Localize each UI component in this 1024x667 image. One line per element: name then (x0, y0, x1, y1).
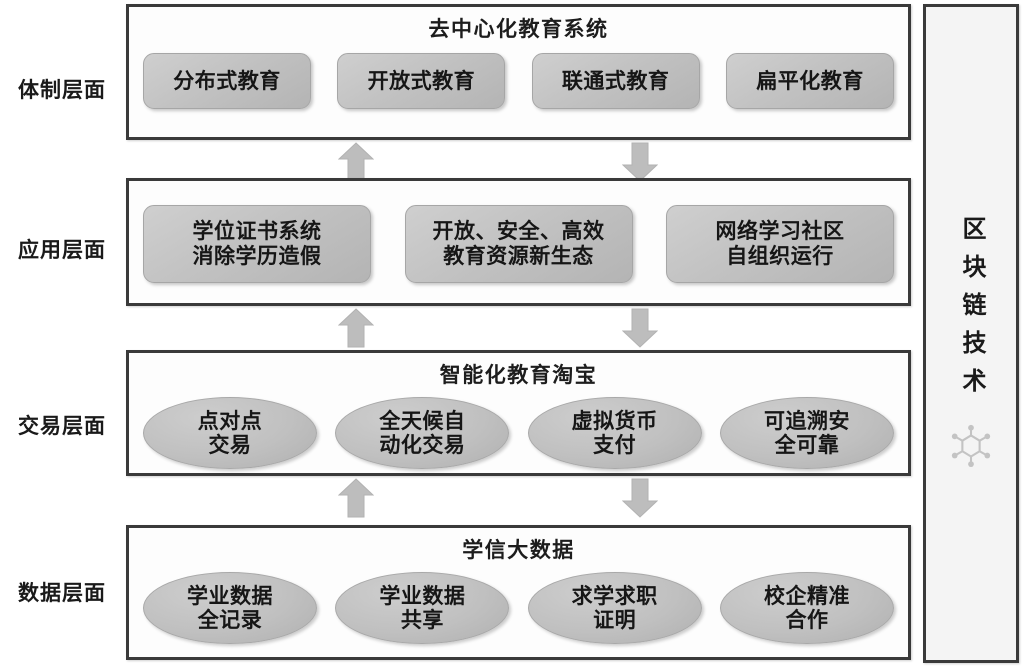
layer-label-application: 应用层面 (18, 238, 106, 262)
arrow-down-transaction-data (622, 478, 658, 518)
layer-title-data: 学信大数据 (462, 538, 575, 562)
node-peer-to-peer-transaction[interactable]: 点对点交易 (143, 397, 317, 469)
layer-box-transaction: 智能化教育淘宝 点对点交易 全天候自动化交易 虚拟货币支付 可追溯安全可靠 (126, 350, 911, 476)
node-distributed-education[interactable]: 分布式教育 (143, 53, 311, 109)
layer-box-data: 学信大数据 学业数据全记录 学业数据共享 求学求职证明 校企精准合作 (126, 525, 911, 660)
layer-label-institutional: 体制层面 (18, 78, 106, 102)
node-online-learning-community[interactable]: 网络学习社区自组织运行 (666, 205, 894, 283)
node-full-academic-record[interactable]: 学业数据全记录 (143, 572, 317, 644)
blockchain-technology-panel: 区块链技术 (923, 4, 1019, 663)
node-open-education[interactable]: 开放式教育 (337, 53, 506, 109)
blockchain-technology-label: 区块链技术 (958, 215, 984, 406)
layer-title-institutional: 去中心化教育系统 (428, 17, 609, 41)
arrow-down-institutional-application (622, 142, 658, 182)
node-virtual-currency-payment[interactable]: 虚拟货币支付 (527, 397, 702, 469)
node-traceable-secure-reliable[interactable]: 可追溯安全可靠 (719, 397, 894, 469)
layer-box-application: 学位证书系统消除学历造假 开放、安全、高效教育资源新生态 网络学习社区自组织运行 (126, 178, 911, 306)
node-connected-education[interactable]: 联通式教育 (531, 53, 700, 109)
node-study-job-certification[interactable]: 求学求职证明 (527, 572, 702, 644)
node-round-the-clock-automated-transaction[interactable]: 全天候自动化交易 (335, 397, 510, 469)
node-flat-education[interactable]: 扁平化教育 (725, 53, 894, 109)
arrow-down-application-transaction (622, 308, 658, 348)
hexagon-network-icon (948, 422, 994, 468)
node-school-enterprise-cooperation[interactable]: 校企精准合作 (719, 572, 894, 644)
arrow-up-application-transaction (338, 308, 374, 348)
layer-title-transaction: 智能化教育淘宝 (439, 363, 598, 387)
arrow-up-institutional-application (338, 142, 374, 182)
layer-label-data: 数据层面 (18, 581, 106, 605)
node-academic-data-sharing[interactable]: 学业数据共享 (335, 572, 510, 644)
node-degree-certificate-system[interactable]: 学位证书系统消除学历造假 (143, 205, 371, 283)
node-open-safe-efficient-resources[interactable]: 开放、安全、高效教育资源新生态 (404, 205, 633, 283)
arrow-up-transaction-data (338, 478, 374, 518)
layer-box-institutional: 去中心化教育系统 分布式教育 开放式教育 联通式教育 扁平化教育 (126, 4, 911, 140)
layer-label-transaction: 交易层面 (18, 414, 106, 438)
